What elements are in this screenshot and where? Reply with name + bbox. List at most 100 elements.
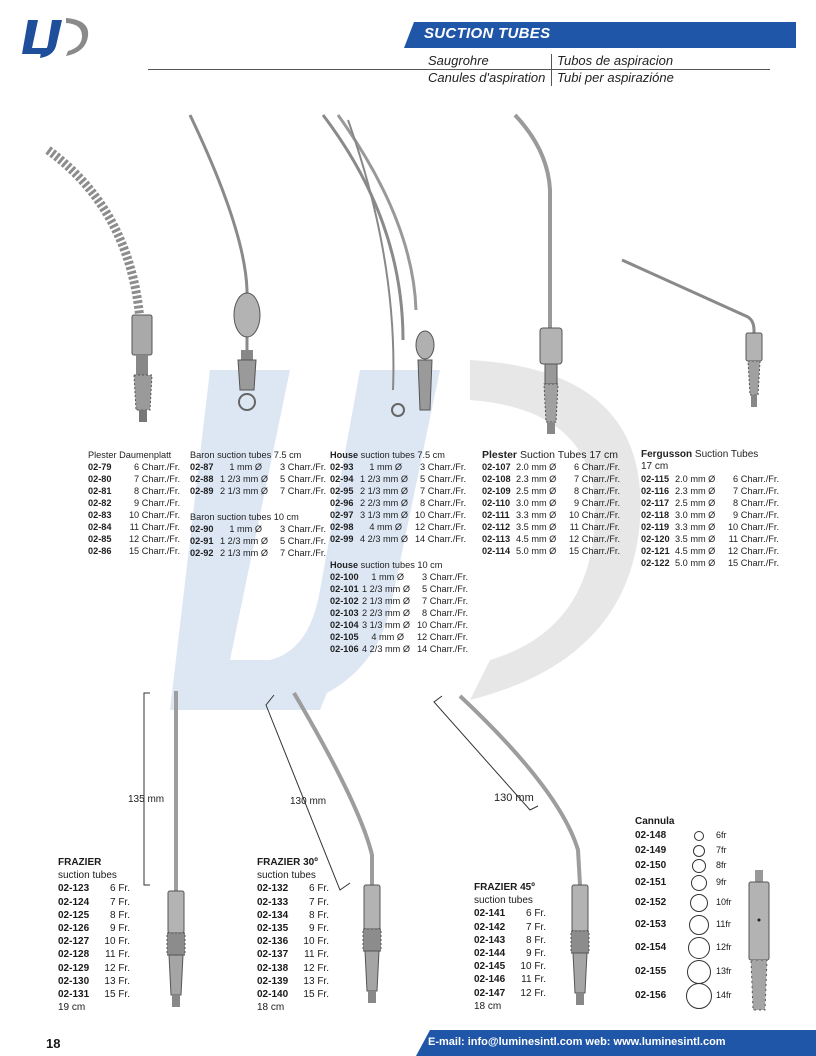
item-spec: 8 Charr./Fr.: [420, 498, 466, 508]
item-spec: 5 Charr./Fr.: [280, 536, 326, 546]
item-spec: 6 Charr./Fr.: [574, 462, 620, 472]
plester-daumenplatt-illustration: [45, 146, 153, 422]
cannula-size-circle: [694, 831, 704, 841]
item-code: 02-140: [257, 989, 289, 1001]
item-size: 1 mm Ø: [371, 572, 404, 582]
item-code: 02-98: [330, 522, 354, 532]
item-code: 02-147: [474, 987, 506, 999]
item-size: 2.0 mm Ø: [675, 474, 716, 484]
item-size: 1 2/3 mm Ø: [220, 474, 268, 484]
item-code: 02-119: [641, 522, 670, 532]
item-spec: 7 Charr./Fr.: [420, 486, 466, 496]
item-size: 3.3 mm Ø: [516, 510, 557, 520]
cannula-size: 6fr: [716, 830, 727, 840]
item-spec: 15 Fr.: [303, 989, 329, 1001]
cannula-code: 02-152: [635, 897, 667, 908]
item-spec: 7 Charr./Fr.: [422, 596, 468, 606]
item-spec: 7 Fr.: [525, 921, 546, 933]
item-code: 02-104: [330, 620, 359, 630]
cannula-code: 02-148: [635, 830, 667, 841]
company-logo: [22, 18, 89, 58]
block-sub: suction tubes: [257, 870, 316, 882]
cannula-code: 02-155: [635, 966, 667, 977]
cannula-size: 9fr: [716, 877, 727, 887]
item-spec: 13 Fr.: [303, 975, 329, 987]
item-code: 02-118: [641, 510, 670, 520]
block-heading: FRAZIER 45º: [474, 882, 535, 893]
item-code: 02-121: [641, 546, 670, 556]
cannula-code: 02-156: [635, 990, 667, 1001]
cannula-code: 02-151: [635, 877, 667, 888]
block-length: 19 cm: [58, 1002, 86, 1014]
baron-tube-illustration: [188, 114, 261, 411]
item-spec: 10 Fr.: [303, 936, 329, 948]
item-code: 02-90: [190, 524, 214, 534]
item-code: 02-138: [257, 962, 289, 974]
item-code: 02-112: [482, 522, 511, 532]
item-spec: 9 Charr./Fr.: [574, 498, 620, 508]
item-size: 2.3 mm Ø: [516, 474, 557, 484]
item-spec: 11 Charr./Fr.: [129, 522, 180, 532]
item-code: 02-128: [58, 949, 90, 961]
item-spec: 11 Fr.: [521, 974, 546, 986]
frazier-illustration: [143, 691, 186, 1007]
item-code: 02-116: [641, 486, 670, 496]
item-spec: 7 Charr./Fr.: [280, 548, 326, 558]
cannula-size-circle: [692, 859, 706, 873]
item-spec: 12 Charr./Fr.: [727, 546, 779, 556]
item-spec: 10 Charr./Fr.: [128, 510, 180, 520]
item-spec: 7 Fr.: [308, 896, 329, 908]
block-heading: House suction tubes 10 cm: [330, 560, 443, 570]
block-heading: Baron suction tubes 10 cm: [190, 512, 299, 522]
item-size: 2.0 mm Ø: [516, 462, 557, 472]
item-spec: 11 Charr./Fr.: [569, 522, 620, 532]
item-code: 02-89: [190, 486, 214, 496]
cannula-size: 14fr: [716, 990, 732, 1000]
cannula-code: 02-149: [635, 845, 667, 856]
item-size: 5.0 mm Ø: [516, 546, 557, 556]
watermark-logo: [170, 360, 641, 710]
item-size: 2 1/3 mm Ø: [220, 486, 268, 496]
item-spec: 12 Charr./Fr.: [128, 534, 180, 544]
item-code: 02-141: [474, 908, 506, 920]
item-spec: 10 Fr.: [104, 936, 130, 948]
item-code: 02-100: [330, 572, 359, 582]
item-spec: 3 Charr./Fr.: [422, 572, 468, 582]
block-sub: suction tubes: [58, 870, 117, 882]
item-spec: 7 Charr./Fr.: [574, 474, 620, 484]
item-code: 02-132: [257, 883, 289, 895]
item-spec: 9 Fr.: [109, 923, 130, 935]
item-size: 2 1/3 mm Ø: [360, 486, 408, 496]
item-code: 02-122: [641, 558, 670, 568]
item-size: 4.5 mm Ø: [516, 534, 557, 544]
item-code: 02-130: [58, 975, 90, 987]
item-code: 02-94: [330, 474, 354, 484]
item-spec: 12 Charr./Fr.: [416, 632, 468, 642]
item-code: 02-84: [88, 522, 112, 532]
